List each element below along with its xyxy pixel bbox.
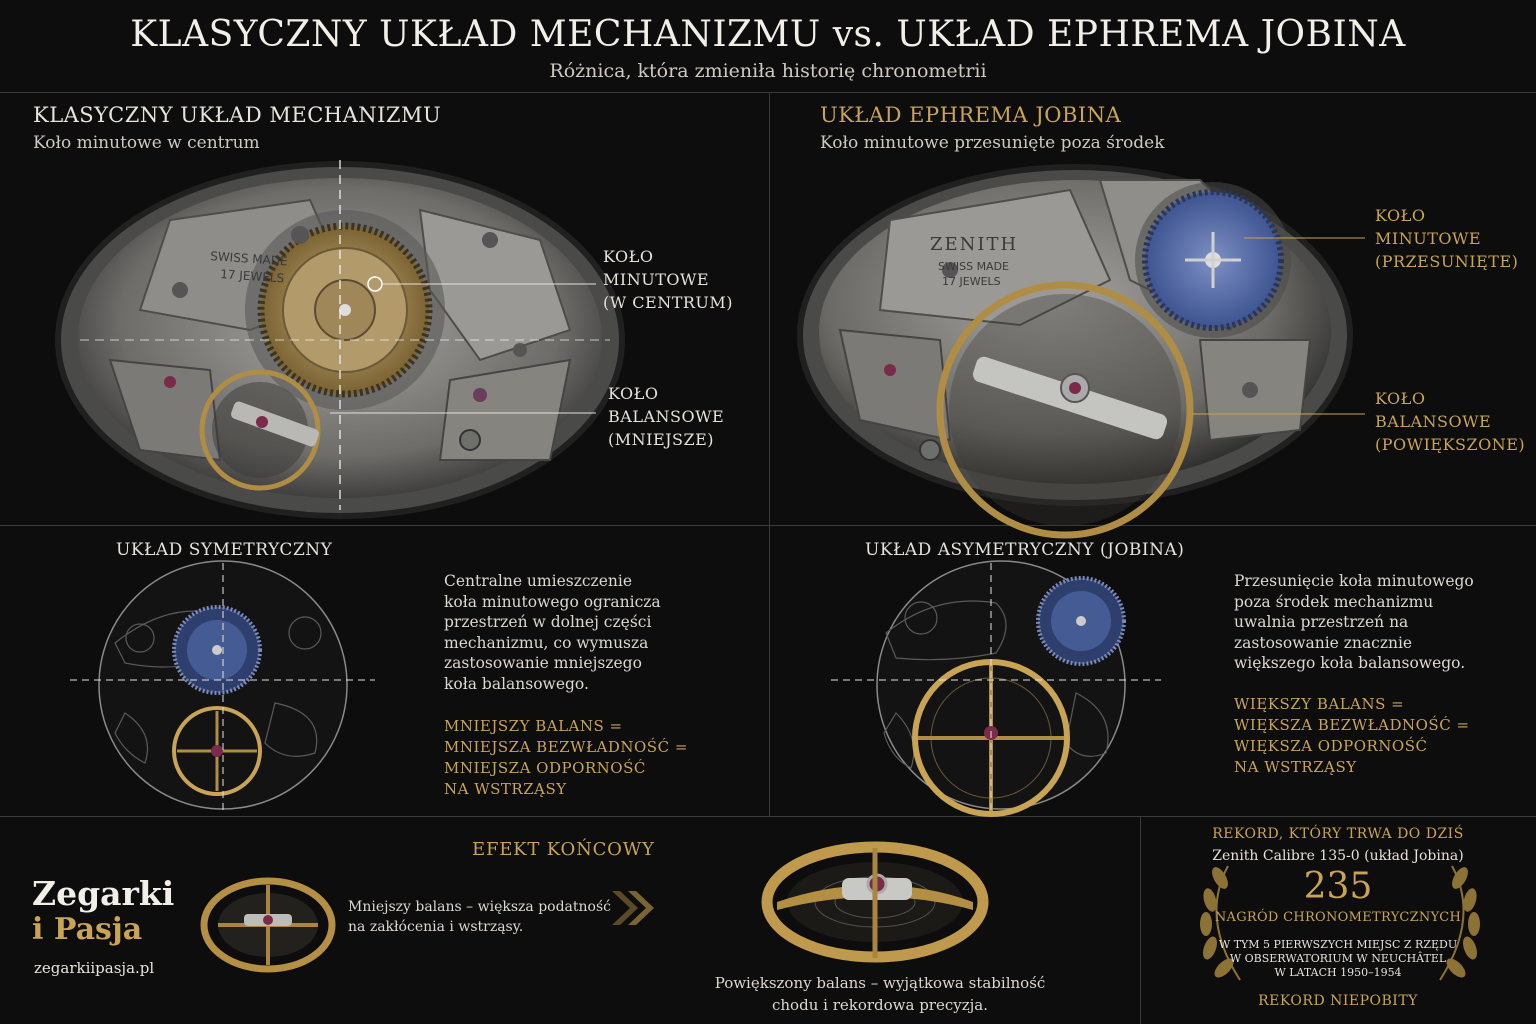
left-panel-subtitle: Koło minutowe w centrum (33, 133, 260, 153)
record-calibre: Zenith Calibre 135-0 (układ Jobina) (1212, 848, 1464, 864)
left-callout-balance: KOŁO BALANSOWE (MNIEJSZE) (608, 384, 725, 449)
left-panel-title: KLASYCZNY UKŁAD MECHANIZMU (33, 103, 442, 127)
asymmetric-conclusion: WIĘKSZY BALANS = WIĘKSZA BEZWŁADNOŚĆ = W… (1234, 695, 1470, 776)
divider-middle (0, 525, 1536, 526)
left-engraving-swiss: SWISS MADE (210, 249, 288, 268)
page-title: KLASYCZNY UKŁAD MECHANIZMU vs. UKŁAD EPH… (130, 14, 1406, 55)
classic-movement-illustration: SWISS MADE 17 JEWELS (55, 160, 625, 519)
divider-top (0, 92, 1536, 93)
brand-name-line2: i Pasja (32, 912, 143, 947)
record-footer: REKORD NIEPOBITY (1258, 993, 1418, 1009)
small-balance-icon (200, 877, 336, 973)
divider-record (1140, 816, 1141, 1024)
large-balance-icon (761, 841, 989, 963)
right-brand-engraving: ZENITH (930, 234, 1018, 255)
symmetric-description: Centralne umieszczenie koła minutowego o… (444, 572, 661, 693)
jobina-movement-illustration: ZENITH SWISS MADE 17 JEWELS (797, 164, 1365, 539)
right-panel-title: UKŁAD EPHREMA JOBINA (820, 103, 1122, 127)
left-callout-minute: KOŁO MINUTOWE (W CENTRUM) (603, 247, 734, 312)
brand-logo: Zegarki i Pasja (32, 876, 174, 948)
right-callout-minute: KOŁO MINUTOWE (PRZESUNIĘTE) (1375, 206, 1519, 271)
record-detail: W TYM 5 PIERWSZYCH MIEJSC Z RZĘDU W OBSE… (1218, 938, 1458, 979)
brand-name-line1: Zegarki (32, 874, 175, 913)
record-title: REKORD, KTÓRY TRWA DO DZIŚ (1212, 826, 1464, 842)
right-panel-subtitle: Koło minutowe przesunięte poza środek (820, 133, 1165, 153)
page-subtitle: Różnica, która zmieniła historię chronom… (549, 60, 987, 82)
laurel-wreath-icon (1200, 865, 1480, 981)
small-balance-text: Mniejszy balans – większa podatność na z… (348, 899, 611, 935)
right-callout-balance: KOŁO BALANSOWE (POWIĘKSZONE) (1375, 389, 1526, 454)
large-balance-text: Powiększony balans – wyjątkowa stabilnoś… (714, 974, 1046, 1014)
final-effect-title: EFEKT KOŃCOWY (472, 839, 655, 860)
record-awards: NAGRÓD CHRONOMETRYCZNYCH (1214, 910, 1462, 925)
symmetric-schematic (70, 560, 375, 811)
symmetric-title: UKŁAD SYMETRYCZNY (116, 540, 333, 560)
chevron-right-icon (612, 891, 654, 925)
right-engraving-jewels: 17 JEWELS (942, 275, 1001, 288)
divider-bottom (0, 816, 1536, 817)
left-engraving-jewels: 17 JEWELS (220, 267, 285, 285)
symmetric-conclusion: MNIEJSZY BALANS = MNIEJSZA BEZWŁADNOŚĆ =… (444, 717, 688, 798)
asymmetric-description: Przesunięcie koła minutowego poza środek… (1234, 572, 1474, 672)
right-engraving-swiss: SWISS MADE (938, 260, 1009, 273)
record-number: 235 (1303, 866, 1373, 907)
divider-center-vertical (769, 92, 770, 816)
brand-url[interactable]: zegarkiipasja.pl (34, 959, 155, 977)
asymmetric-title: UKŁAD ASYMETRYCZNY (JOBINA) (865, 540, 1185, 560)
asymmetric-schematic (831, 560, 1161, 817)
